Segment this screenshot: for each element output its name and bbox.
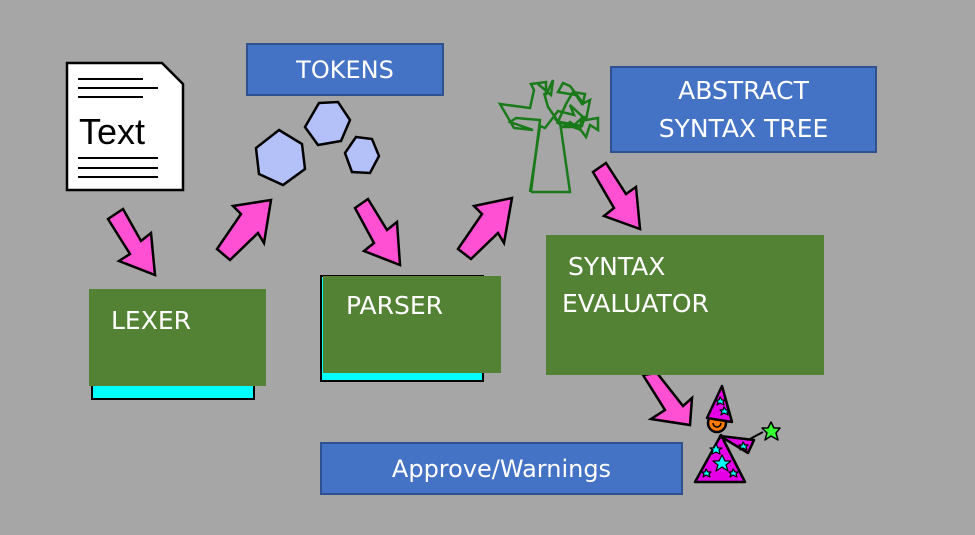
wizard-icon (693, 384, 781, 484)
token-hexagon (303, 100, 352, 147)
lexer-label: LEXER (111, 306, 192, 335)
output-label-box: Approve/Warnings (320, 442, 683, 495)
arrow-evaluator-to-wizard (640, 371, 694, 427)
arrow-lexer-to-tokens (215, 198, 273, 262)
tokens-label-box: TOKENS (246, 43, 444, 96)
evaluator-stage-box: SYNTAX EVALUATOR (546, 235, 824, 375)
arrow-text-to-lexer (106, 207, 157, 277)
text-document-icon: Text (65, 61, 185, 192)
output-label: Approve/Warnings (391, 454, 612, 483)
tokens-label: TOKENS (296, 55, 394, 84)
evaluator-label-line1: SYNTAX (568, 252, 666, 281)
tree-icon (497, 79, 600, 194)
token-hexagon (343, 135, 381, 175)
ast-label-box: ABSTRACT SYNTAX TREE (610, 66, 877, 153)
parser-label: PARSER (346, 291, 443, 320)
token-hexagon (254, 128, 307, 187)
parser-stage-box: PARSER (323, 276, 501, 373)
hexagon-tokens-icon (254, 100, 381, 187)
evaluator-label-line2: EVALUATOR (562, 289, 709, 318)
ast-label-line2: SYNTAX TREE (658, 113, 829, 143)
arrow-ast-to-evaluator (591, 161, 642, 231)
arrow-parser-to-ast (456, 196, 514, 261)
arrow-tokens-to-parser (353, 197, 402, 267)
lexer-stage-box: LEXER (89, 289, 266, 386)
ast-label-line1: ABSTRACT (678, 75, 809, 105)
document-text-label: Text (79, 111, 145, 152)
